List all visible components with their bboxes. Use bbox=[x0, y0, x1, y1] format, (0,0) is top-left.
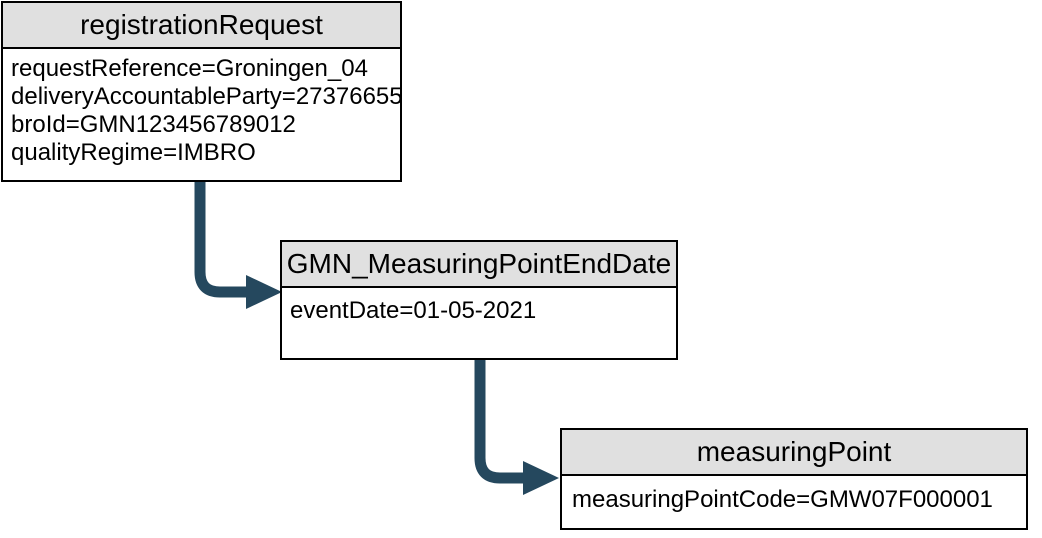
node-attributes: requestReference=Groningen_04 deliveryAc… bbox=[3, 49, 400, 173]
arrow-enddate-to-measuringpoint bbox=[474, 359, 559, 495]
arrow-elbow-line bbox=[194, 181, 247, 298]
attribute-line: deliveryAccountableParty=27376655 bbox=[11, 83, 400, 110]
attribute-line: broId=GMN123456789012 bbox=[11, 111, 296, 138]
node-title-bar: registrationRequest bbox=[3, 3, 400, 49]
node-attributes: eventDate=01-05-2021 bbox=[282, 288, 676, 334]
arrow-elbow-line bbox=[474, 359, 524, 484]
node-title: registrationRequest bbox=[80, 9, 323, 40]
attribute-line: requestReference=Groningen_04 bbox=[11, 55, 368, 82]
arrow-registrationrequest-to-endddate bbox=[194, 181, 282, 309]
node-gmn-measuring-point-end-date: GMN_MeasuringPointEndDate eventDate=01-0… bbox=[280, 240, 678, 360]
node-registration-request: registrationRequest requestReference=Gro… bbox=[1, 1, 402, 182]
attribute-line: measuringPointCode=GMW07F000001 bbox=[572, 486, 993, 513]
node-title-bar: measuringPoint bbox=[562, 430, 1026, 476]
node-measuring-point: measuringPoint measuringPointCode=GMW07F… bbox=[560, 428, 1028, 530]
node-title: measuringPoint bbox=[696, 436, 892, 467]
node-attributes: measuringPointCode=GMW07F000001 bbox=[562, 476, 1026, 524]
arrowhead-icon bbox=[523, 461, 559, 495]
attribute-line: qualityRegime=IMBRO bbox=[11, 139, 256, 166]
node-title-bar: GMN_MeasuringPointEndDate bbox=[282, 242, 676, 288]
attribute-line: eventDate=01-05-2021 bbox=[290, 297, 537, 324]
node-title: GMN_MeasuringPointEndDate bbox=[286, 248, 672, 279]
arrowhead-icon bbox=[246, 275, 282, 309]
